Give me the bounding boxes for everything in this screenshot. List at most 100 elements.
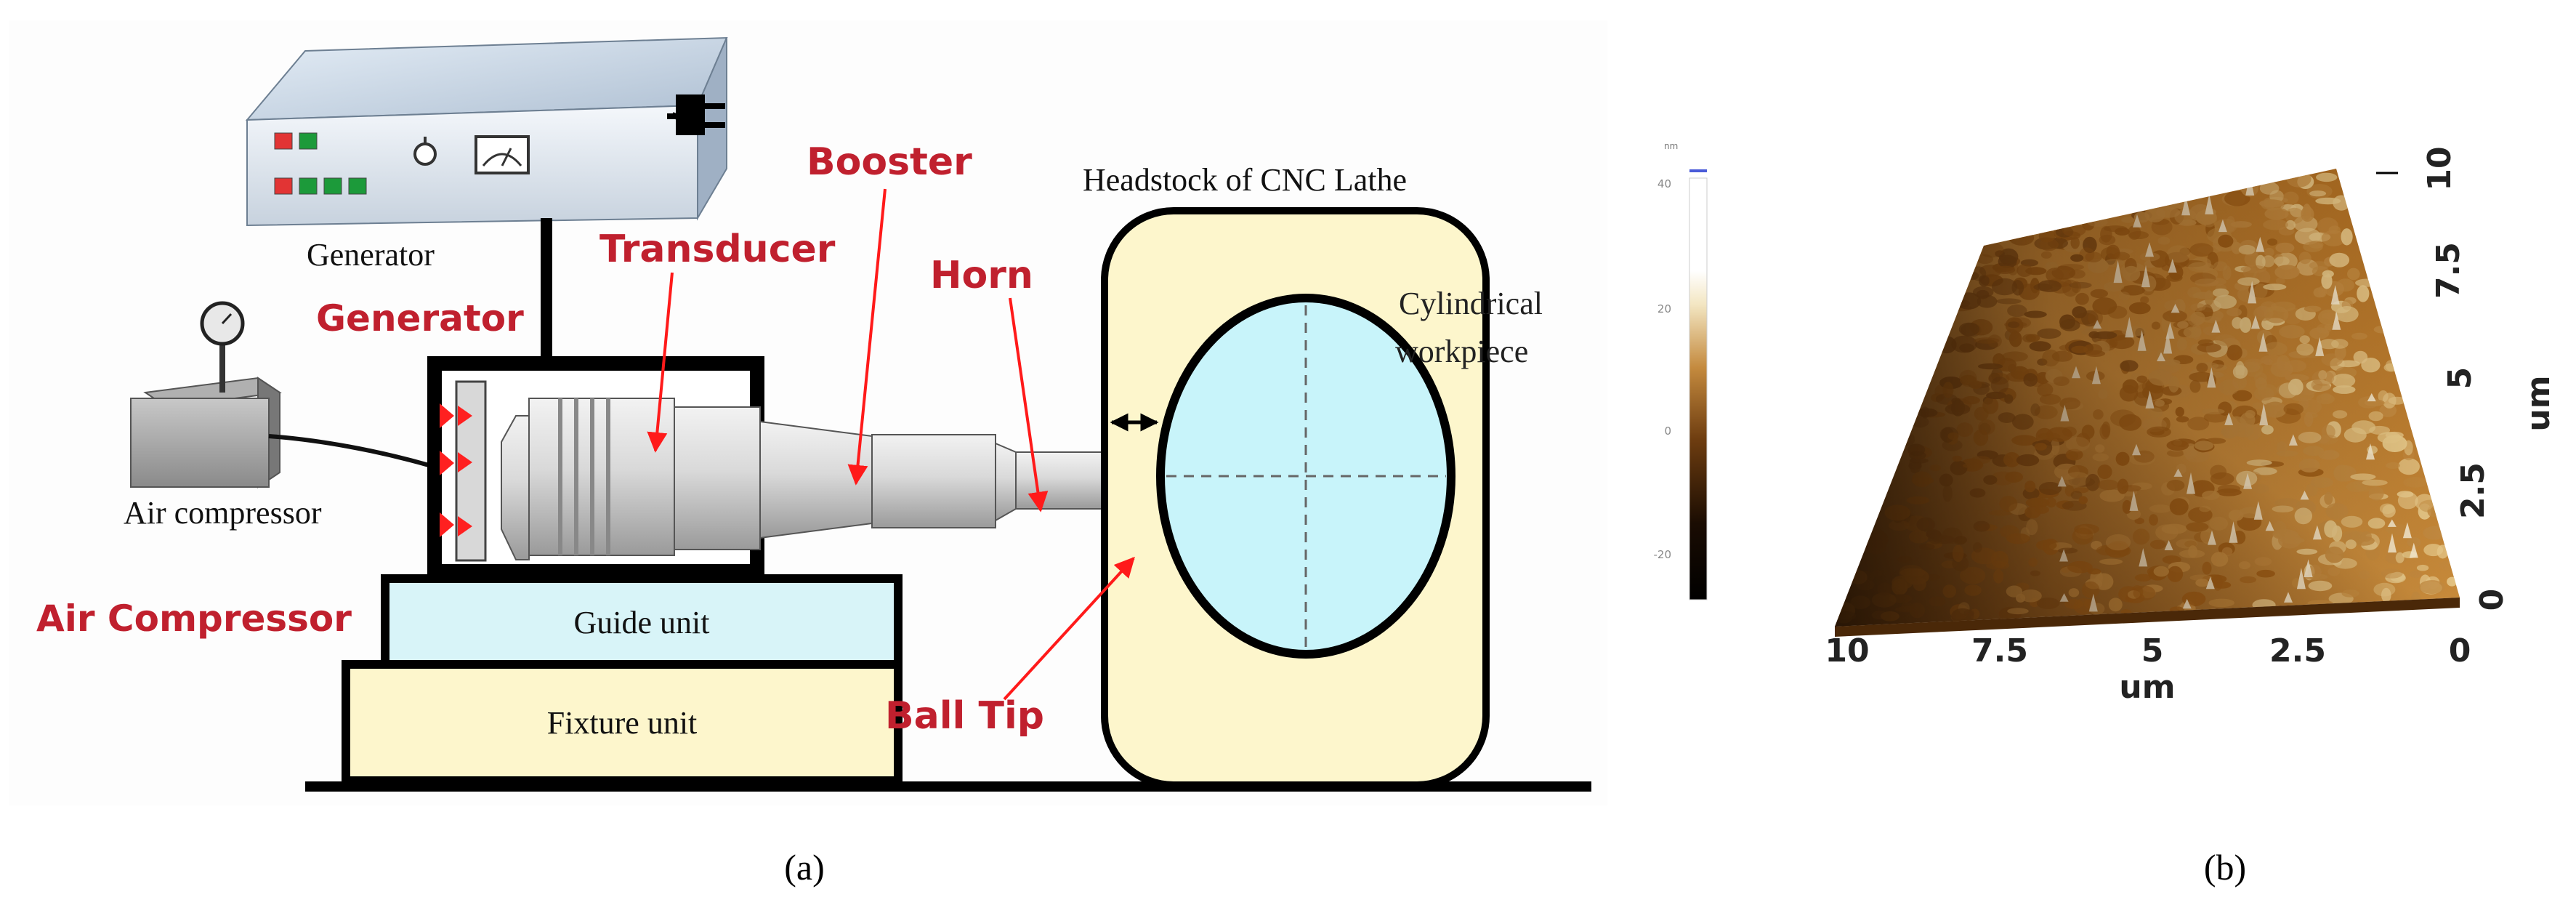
surface-grain xyxy=(2331,339,2349,349)
colorbar-tick: 40 xyxy=(1658,177,1671,190)
surface-grain xyxy=(2377,432,2402,443)
surface-grain xyxy=(2195,579,2210,587)
surface-grain xyxy=(2176,539,2198,549)
generator-caption: Generator xyxy=(307,237,435,273)
surface-grain xyxy=(2324,491,2333,505)
surface-grain xyxy=(2092,453,2109,462)
surface-grain xyxy=(2276,441,2288,453)
surface-grain xyxy=(2298,431,2322,443)
surface-grain xyxy=(2072,306,2087,318)
surface-grain xyxy=(2059,264,2085,270)
surface-grain xyxy=(1983,475,1998,485)
surface-grain xyxy=(2167,566,2184,582)
surface-grain xyxy=(1963,462,1984,469)
surface-grain xyxy=(2176,337,2187,351)
surface-grain xyxy=(1993,569,2004,584)
surface-grain xyxy=(2272,505,2294,512)
surface-grain xyxy=(2024,506,2041,519)
transducer-pointer-arrow xyxy=(647,272,674,453)
surface-grain xyxy=(2274,265,2300,280)
ultrasonic-stack xyxy=(501,398,1148,560)
surface-grain xyxy=(1972,542,1982,553)
surface-grain xyxy=(2341,228,2353,246)
surface-grain xyxy=(2030,570,2040,576)
surface-grain xyxy=(2153,566,2169,577)
surface-grain xyxy=(1902,432,1915,447)
surface-grain xyxy=(1929,596,1946,607)
surface-grain xyxy=(2221,547,2233,556)
surface-grain xyxy=(1971,456,1991,464)
x-tick: 5 xyxy=(2141,632,2164,669)
surface-grain xyxy=(2303,241,2323,252)
surface-grain xyxy=(2008,321,2020,329)
surface-grain xyxy=(2007,608,2029,615)
surface-grain xyxy=(2296,343,2314,356)
surface-grain xyxy=(2011,414,2034,430)
afm-surface xyxy=(1835,169,2460,637)
surface-grain xyxy=(2197,342,2221,353)
surface-grain xyxy=(2278,382,2298,398)
surface-grain xyxy=(1995,265,2016,274)
surface-grain xyxy=(2240,265,2266,273)
surface-grain xyxy=(2147,426,2172,438)
surface-grain xyxy=(1897,555,1912,563)
surface-grain xyxy=(2304,411,2314,427)
surface-grain xyxy=(2315,197,2341,205)
surface-grain xyxy=(2335,306,2359,323)
surface-grain xyxy=(2419,499,2442,512)
surface-grain xyxy=(2261,425,2274,435)
surface-grain xyxy=(2296,548,2318,555)
surface-grain xyxy=(2189,243,2213,257)
surface-grain xyxy=(2351,420,2376,435)
booster-pointer-arrow xyxy=(847,188,887,486)
surface-grain xyxy=(2100,226,2112,243)
surface-grain xyxy=(2345,539,2357,550)
surface-grain xyxy=(2187,417,2210,431)
surface-grain xyxy=(2316,393,2335,405)
surface-grain xyxy=(2166,245,2191,263)
surface-grain xyxy=(2322,270,2334,278)
surface-grain xyxy=(2232,365,2248,379)
surface-grain xyxy=(2308,580,2333,592)
surface-grain xyxy=(2283,403,2304,416)
surface-grain xyxy=(2213,261,2228,272)
surface-grain xyxy=(2095,444,2105,453)
surface-grain xyxy=(1959,343,1975,353)
surface-grain xyxy=(2093,331,2117,339)
x-tick: 2.5 xyxy=(2269,632,2326,669)
surface-grain xyxy=(2309,190,2327,197)
surface-grain xyxy=(2261,199,2285,211)
surface-grain xyxy=(1939,473,1953,487)
surface-grain xyxy=(2264,305,2289,323)
surface-grain xyxy=(2155,399,2165,407)
surface-grain xyxy=(2151,321,2161,330)
surface-grain xyxy=(2122,499,2132,514)
ball-tip-label: Ball Tip xyxy=(885,694,1044,738)
surface-grain xyxy=(2087,217,2108,227)
surface-grain xyxy=(2122,265,2141,282)
surface-grain xyxy=(2351,332,2367,340)
surface-grain xyxy=(2359,570,2370,580)
surface-grain xyxy=(2188,262,2214,273)
surface-grain xyxy=(2255,377,2267,390)
surface-grain xyxy=(2317,217,2338,235)
booster-label: Booster xyxy=(807,140,972,184)
surface-grain xyxy=(1969,488,1986,498)
surface-grain xyxy=(1942,584,1956,598)
surface-grain xyxy=(2067,560,2093,574)
surface-peak xyxy=(2245,174,2255,196)
surface-grain xyxy=(2155,207,2181,218)
surface-grain xyxy=(2232,317,2243,329)
transducer-label: Transducer xyxy=(599,228,836,271)
surface-grain xyxy=(2132,528,2150,545)
surface-grain xyxy=(2226,307,2242,317)
surface-grain xyxy=(2097,479,2119,491)
surface-grain xyxy=(1899,565,1924,581)
surface-grain xyxy=(2074,523,2099,535)
surface-grain xyxy=(2053,376,2070,387)
surface-grain xyxy=(2416,564,2429,571)
surface-grain xyxy=(2149,385,2164,394)
surface-grain xyxy=(2006,533,2030,544)
surface-grain xyxy=(2439,560,2455,571)
y-axis-label: um xyxy=(2520,375,2557,431)
